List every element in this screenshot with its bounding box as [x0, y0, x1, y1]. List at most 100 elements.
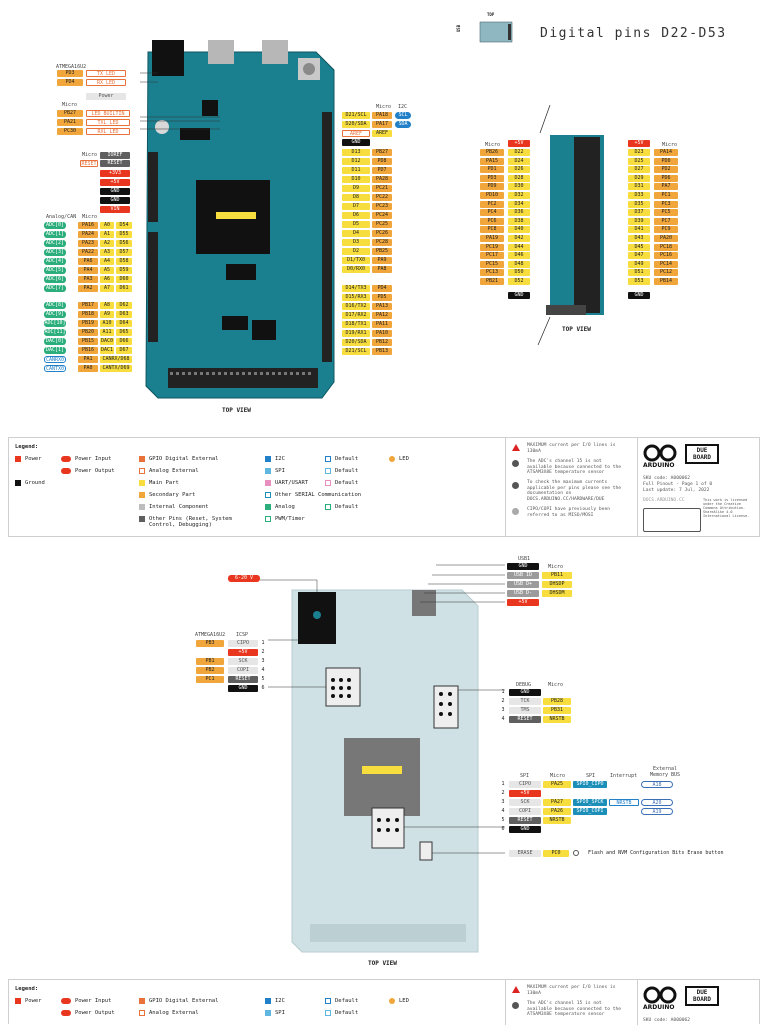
- pin-spi: RESET: [509, 817, 541, 824]
- swatch-power-2: [15, 998, 21, 1004]
- pin-icsp: +5V: [228, 649, 258, 656]
- pin-micro: PB31: [543, 707, 571, 714]
- pin-aref-micro: AREF: [372, 130, 392, 137]
- pin-micro: PB2: [196, 667, 224, 674]
- pin-micro: PB13: [372, 348, 392, 355]
- pin-analog: A11: [100, 329, 114, 336]
- top-view-label-3: TOP VIEW: [368, 960, 397, 967]
- pin-micro: PD7: [372, 167, 392, 174]
- legend-default-3: Default: [335, 480, 359, 486]
- pin-spi: +5V: [509, 790, 541, 797]
- pin-digital: D7: [342, 203, 370, 210]
- legend-other-pins: Other Pins (Reset, System Control, Debug…: [149, 516, 232, 528]
- pin-micro: PC1: [196, 676, 224, 683]
- swatch-power-output-2: [61, 1010, 71, 1016]
- due-board-bottom: [260, 564, 505, 953]
- pin-comm: D19/RX1: [342, 330, 370, 337]
- legend-uart: UART/USART: [275, 480, 309, 486]
- pin-adc: ADC[8]: [44, 302, 66, 309]
- pin-digital: D37: [628, 209, 650, 217]
- pin-micro: PA1: [78, 356, 98, 363]
- pin-micro: PC18: [654, 243, 678, 251]
- pin-number: 2: [501, 790, 505, 796]
- usb-port-2: [262, 40, 288, 64]
- swatch-spi-2: [265, 1010, 271, 1016]
- updated: Last update: 7 Jul, 2022: [643, 488, 710, 493]
- pin-digital: D54: [116, 222, 132, 229]
- pin-micro: PC13: [480, 269, 504, 277]
- pin-micro: PA8: [372, 266, 392, 273]
- swatch-default-2b: [325, 1010, 331, 1016]
- pin-rxl-led: RXL LED: [86, 128, 130, 135]
- pin-digital: D42: [508, 235, 530, 242]
- pin-micro: PA6: [78, 258, 98, 265]
- micro-header-dl: Micro: [485, 142, 501, 148]
- swatch-power-output: [61, 468, 71, 474]
- legend-title: Legend:: [15, 444, 39, 450]
- pin-micro: PD6: [654, 174, 678, 182]
- legend-i2c: I2C: [275, 456, 285, 462]
- pin-digital: D25: [628, 157, 650, 165]
- pin-adc: ADC[3]: [44, 249, 66, 256]
- icsp-header: ICSP: [236, 632, 249, 638]
- pin-digital: D41: [628, 226, 650, 234]
- top-view-label-2: TOP VIEW: [562, 326, 591, 333]
- pin-reset: RESET: [100, 160, 130, 167]
- pin-comm: D21/SCL: [342, 348, 370, 355]
- pin-digital: D0/RX0: [342, 266, 370, 273]
- pin-debug: TCK: [509, 698, 541, 705]
- pin-micro: PA13: [372, 303, 392, 310]
- swatch-i2c: [265, 456, 271, 462]
- info-icon-1: [512, 460, 519, 467]
- pin-5v-dl: +5V: [508, 140, 530, 147]
- pin-digital: D5: [342, 221, 370, 228]
- spi-header-2: SPI: [586, 773, 596, 779]
- pin-gnd-dr: GND: [628, 292, 650, 299]
- pin-3v3: +3V3: [100, 170, 130, 177]
- pin-5v-dr: +5V: [628, 140, 650, 147]
- pin-spi-func: SPI0_CIPO: [573, 781, 607, 788]
- pin-micro: PA16: [78, 222, 98, 229]
- swatch-i2c-2: [265, 998, 271, 1004]
- pin-digital: D24: [508, 157, 530, 165]
- sheet: Full Pinout - Page 1 of 0: [643, 482, 713, 487]
- pin-micro: PB12: [372, 339, 392, 346]
- pin-micro: PB11: [542, 572, 572, 579]
- ext-mem-header: External Memory BUS: [649, 766, 681, 778]
- pin-digital: D26: [508, 166, 530, 174]
- usb-mini-board-icon: [470, 16, 516, 46]
- swatch-power: [15, 456, 21, 462]
- pin-micro: PA23: [78, 240, 98, 247]
- pin-interrupt: NRSTB: [609, 799, 639, 806]
- swatch-default-3: [325, 480, 331, 486]
- pin-rx-led: RX LED: [86, 79, 126, 86]
- swatch-default-1: [325, 456, 331, 462]
- pin-adc: ADC[7]: [44, 285, 66, 292]
- arduino-logo-icon-2: [643, 986, 679, 1004]
- top-label: TOP: [487, 12, 495, 17]
- pin-micro: PA27: [543, 799, 571, 806]
- pin-micro: PB20: [78, 329, 98, 336]
- pin-micro: PB25: [372, 248, 392, 255]
- pin-number: 3: [261, 658, 265, 664]
- pin-digital: D55: [116, 231, 132, 238]
- swatch-uart: [265, 480, 271, 486]
- legend-power-input-2: Power Input: [75, 998, 112, 1004]
- pin-digital: D45: [628, 243, 650, 251]
- pin-number: 1: [501, 781, 505, 787]
- pin-micro: PC21: [372, 185, 392, 192]
- pin-usb: USB ID: [507, 572, 539, 579]
- pin-micro: PC14: [654, 260, 678, 268]
- cc-license-icon: [643, 508, 701, 532]
- pin-micro: DHSDM: [542, 590, 572, 597]
- pin-reset-micro: RESET: [80, 160, 98, 167]
- pin-adc: ADC[9]: [44, 311, 66, 318]
- pin-micro: PA26: [543, 808, 571, 815]
- pin-micro: PA12: [372, 312, 392, 319]
- pin-adc: CANRX0: [44, 356, 66, 363]
- swatch-analog: [265, 504, 271, 510]
- legend-title-2: Legend:: [15, 986, 39, 992]
- pin-micro: PC3: [654, 200, 678, 208]
- pin-micro: PB1: [196, 658, 224, 665]
- pin-analog: A6: [100, 276, 114, 283]
